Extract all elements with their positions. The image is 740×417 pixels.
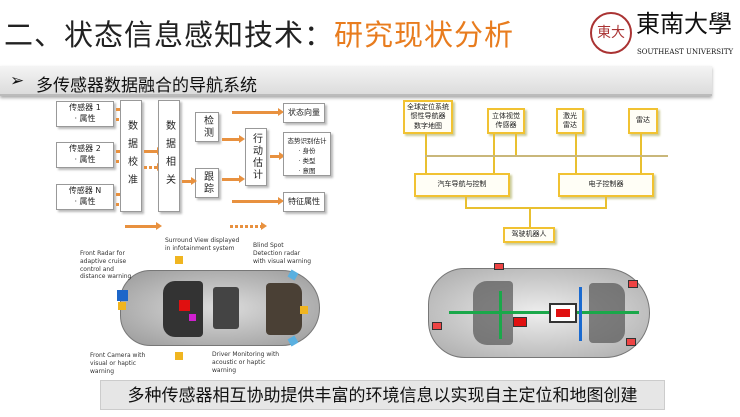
sensor-icon <box>432 322 442 330</box>
radar-box: 雷达 <box>628 108 658 134</box>
lidar-box: 激光 雷达 <box>556 108 584 134</box>
car-top-view <box>428 268 650 358</box>
calibration-box: 数据校准 <box>120 100 142 212</box>
sensor-icon <box>118 302 126 310</box>
association-box: 数据相关 <box>158 100 180 212</box>
output-box: 态势识别估计 · 身份 · 类型 · 意图 <box>283 132 331 176</box>
stereo-vision-box: 立体视觉 传感器 <box>487 108 525 134</box>
sensor-icon <box>626 338 636 346</box>
vehicle-nav-control-box: 汽车导航与控制 <box>414 173 510 197</box>
track-box: 跟踪 <box>195 168 219 198</box>
subtitle-bar: ➢ 多传感器数据融合的导航系统 <box>0 66 712 96</box>
label-blind-spot: Blind Spot Detection radar with visual w… <box>253 242 312 265</box>
title-prefix: 二、状态信息感知技术： <box>4 18 335 52</box>
camera-icon <box>300 306 308 314</box>
sensor-box: 传感器 2· 属性 <box>56 142 114 168</box>
car-top-view <box>120 270 320 346</box>
action-estimate-box: 行动估计 <box>245 128 267 186</box>
sensor-box: 传感器 1· 属性 <box>56 101 114 127</box>
front-camera-icon <box>179 300 190 311</box>
camera-icon <box>175 256 183 264</box>
label-front-camera: Front Camera with visual or haptic warni… <box>90 352 146 375</box>
label-front-radar: Front Radar for adaptive cruise control … <box>80 250 132 281</box>
sensor-box: 传感器 N· 属性 <box>56 184 114 210</box>
camera-icon <box>175 352 183 360</box>
sensor-icon <box>494 263 504 270</box>
front-radar-icon <box>117 290 128 301</box>
page-title: 二、状态信息感知技术：研究现状分析 <box>4 12 514 54</box>
seal-icon: 東大 <box>590 12 632 54</box>
driving-robot-box: 驾驶机器人 <box>503 227 555 243</box>
slide-caption: 多种传感器相互协助提供丰富的环境信息以实现自主定位和地图创建 <box>100 380 665 410</box>
title-highlight: 研究现状分析 <box>334 18 515 52</box>
gps-ins-map-box: 全球定位系统 惯性导航器 数字地图 <box>403 100 453 134</box>
logo-chinese: 東南大學 <box>636 10 732 38</box>
driver-monitor-icon <box>189 314 196 321</box>
subtitle-text: 多传感器数据融合的导航系统 <box>36 76 257 96</box>
bullet-icon: ➢ <box>10 71 25 91</box>
sensor-icon <box>628 280 638 288</box>
output-box: 特征属性 <box>283 192 325 212</box>
electronic-controller-box: 电子控制器 <box>558 173 654 197</box>
detect-box: 检测 <box>195 112 219 142</box>
logo-english: SOUTHEAST UNIVERSITY <box>637 48 734 56</box>
university-logo: 東大 東南大學 SOUTHEAST UNIVERSITY <box>590 8 738 62</box>
label-surround-view: Surround View displayed in infotainment … <box>165 237 240 252</box>
label-driver-monitoring: Driver Monitoring with acoustic or hapti… <box>212 351 280 374</box>
output-box: 状态向量 <box>283 103 325 123</box>
